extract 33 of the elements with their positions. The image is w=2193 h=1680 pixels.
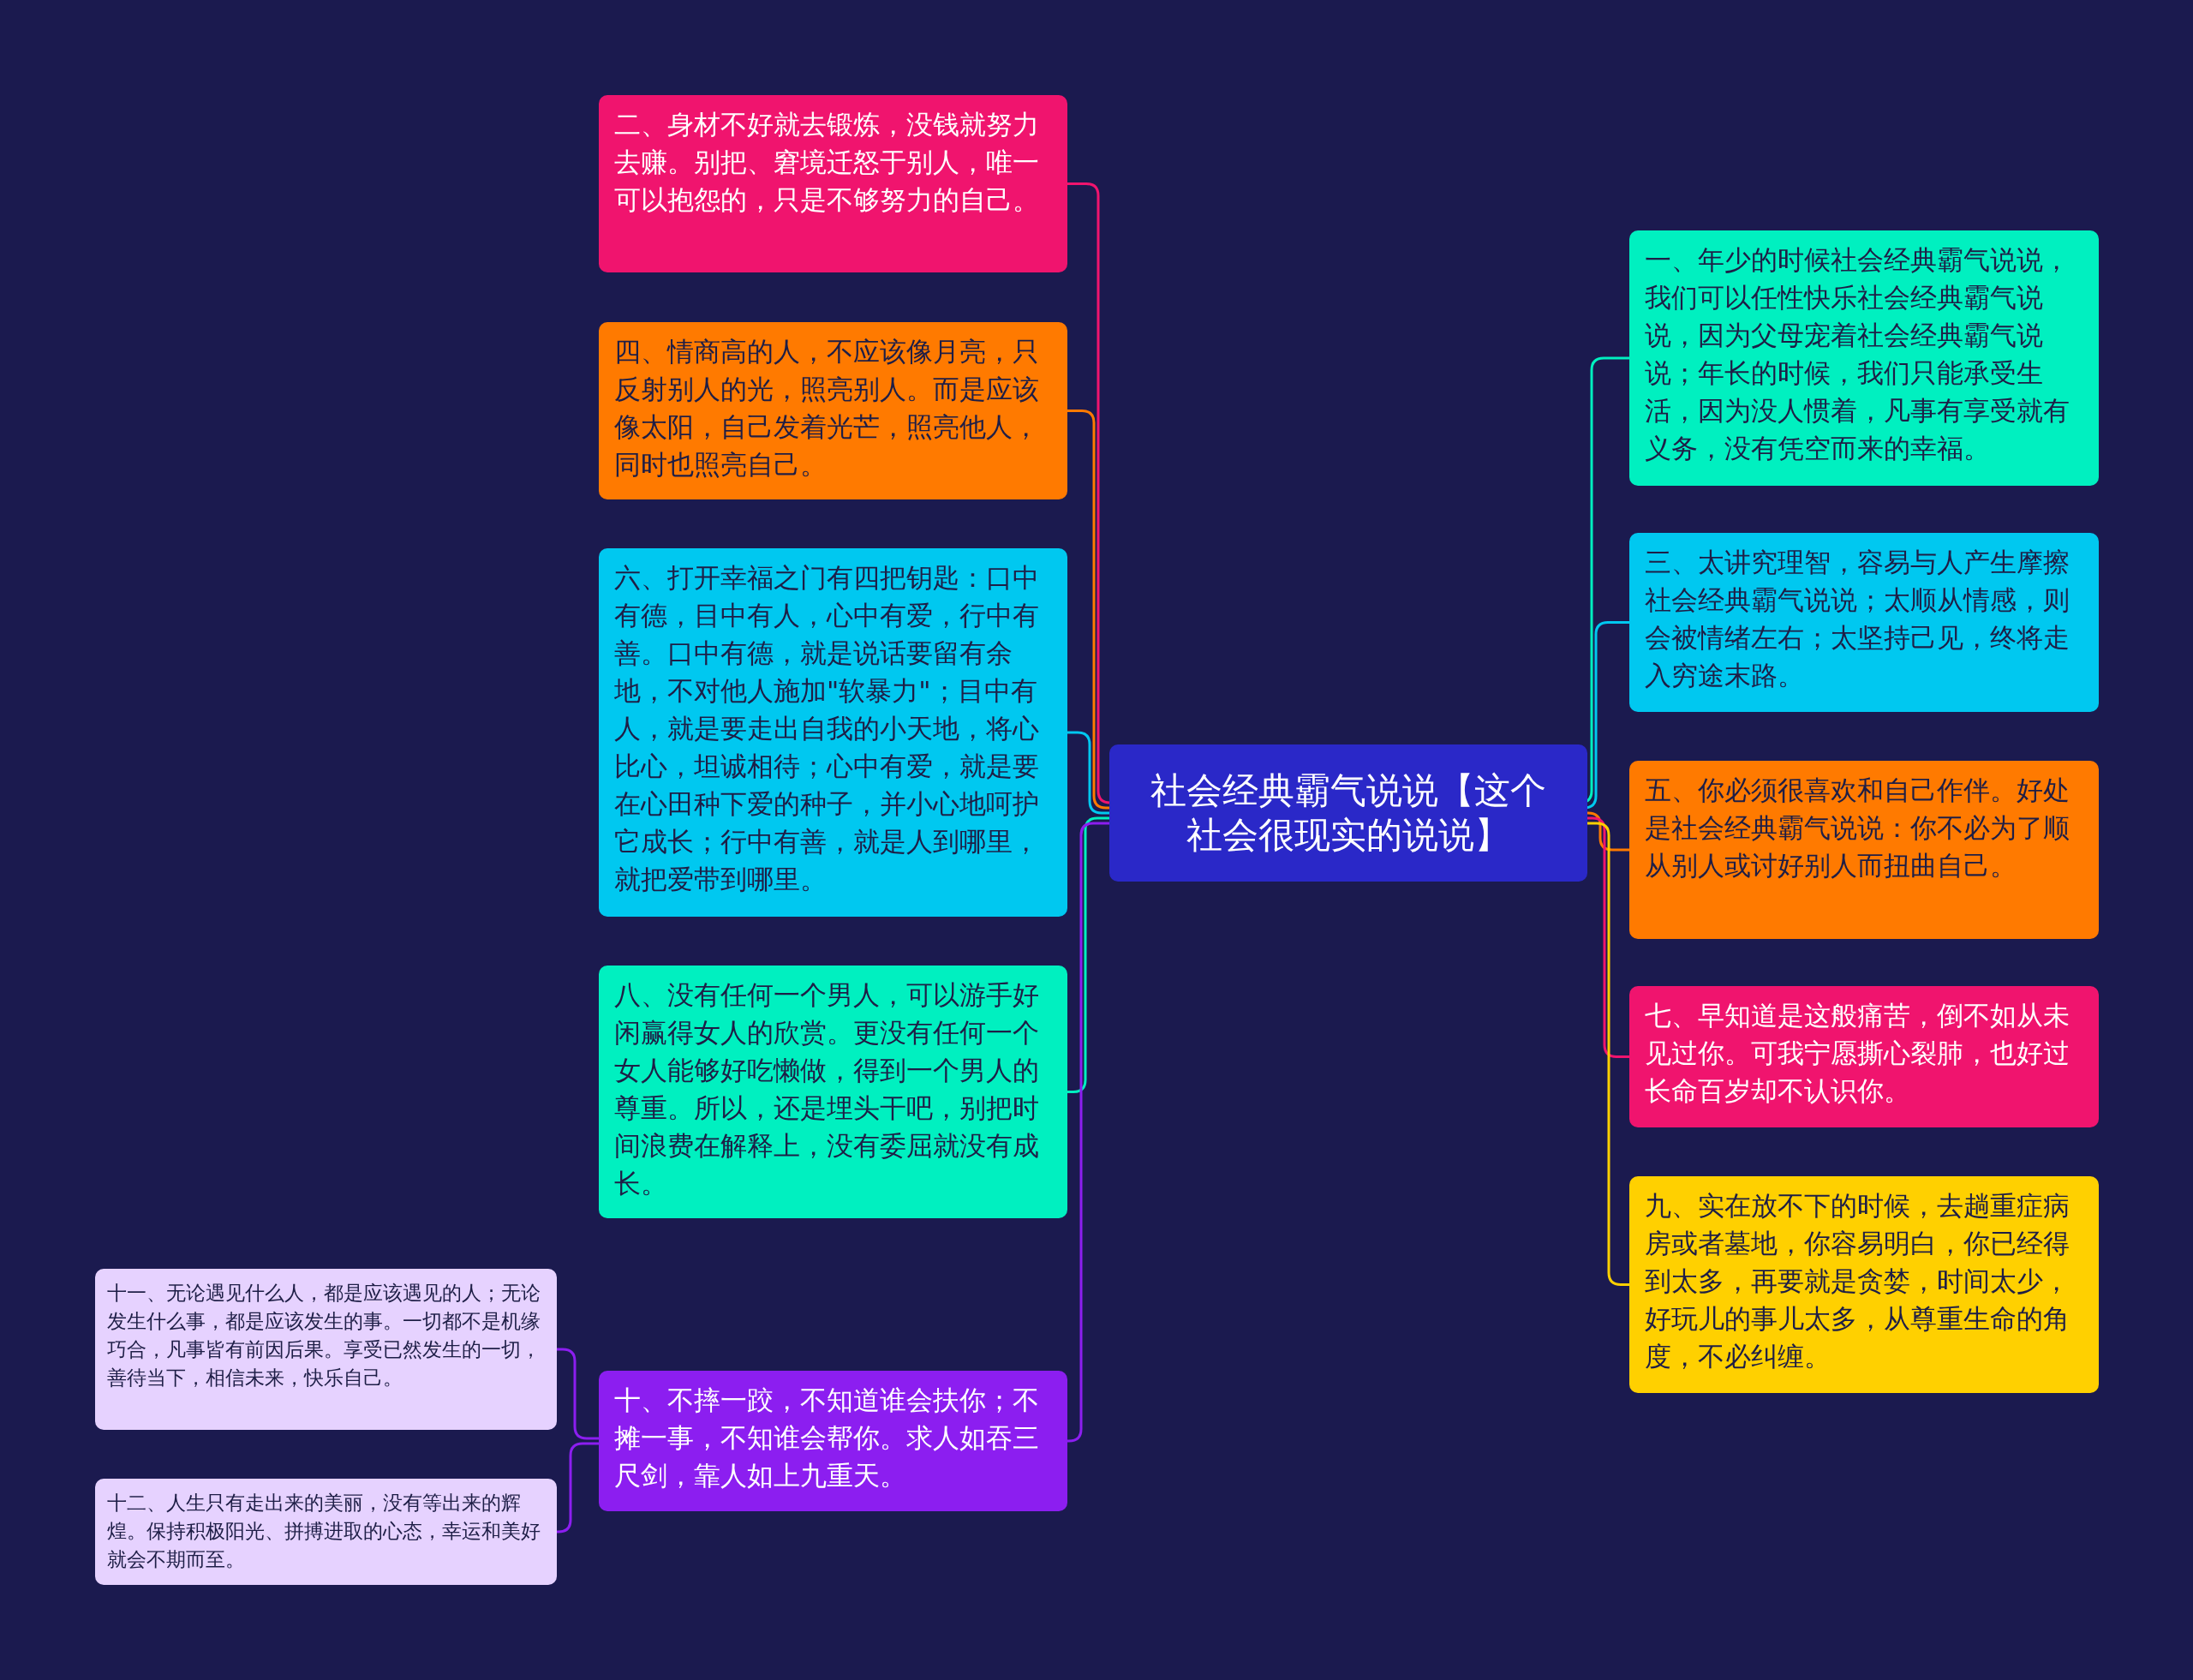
- topic-card: [599, 95, 1067, 272]
- topic-card: [1629, 986, 2099, 1127]
- topic-card: [1629, 761, 2099, 939]
- topic-card: [599, 1371, 1067, 1511]
- connector-line: [1586, 811, 1629, 852]
- topic-card: [95, 1479, 557, 1585]
- topic-text: 五、你必须很喜欢和自己作伴。好处是社会经典霸气说说：你不必为了顺从别人或讨好别人而扭曲自己。: [1645, 774, 2071, 882]
- central-topic: [1109, 744, 1587, 882]
- topic-text: 十二、人生只有走出来的美丽，没有等出来的辉煌。保持积极阳光、拼搏进取的心态，幸运和美好就会不期而至。: [107, 1491, 541, 1572]
- topic-text: 十、不摔一跤，不知道谁会扶你；不摊一事，不知谁会帮你。求人如吞三尺剑，靠人如上九重天。: [614, 1384, 1040, 1492]
- topic-text: 社会经典霸气说说【这个社会很现实的说说】: [1150, 768, 1547, 858]
- topic-card: [599, 548, 1067, 917]
- topic-card: [1629, 533, 2099, 712]
- topic-card: [599, 322, 1067, 499]
- topic-card: [1629, 1176, 2099, 1393]
- topic-card: [599, 966, 1067, 1218]
- connector-line: [1587, 816, 1629, 1058]
- connector-line: [1067, 816, 1109, 1093]
- topic-text: 二、身材不好就去锻炼，没钱就努力去赚。别把、窘境迁怒于别人，唯一可以抱怨的，只是不够努力的自己。: [614, 108, 1040, 217]
- topic-text: 九、实在放不下的时候，去趟重症病房或者墓地，你容易明白，你已经得到太多，再要就是贪婪，时间太少，好玩儿的事儿太多，从尊重生命的角度，不必纠缠。: [1645, 1189, 2071, 1373]
- topic-text: 三、太讲究理智，容易与人产生摩擦社会经典霸气说说；太顺从情感，则会被情绪左右；太坚持己见，终将走入穷途末路。: [1645, 546, 2071, 692]
- topic-text: 七、早知道是这般痛苦，倒不如从未见过你。可我宁愿撕心裂肺，也好过长命百岁却不认识你。: [1645, 999, 2071, 1108]
- connector-line: [557, 1348, 599, 1440]
- topic-text: 六、打开幸福之门有四把钥匙：口中有德，目中有人，心中有爱，行中有善。口中有德，就是说话要留有余地，不对他人施加"软暴力"；目中有人，就是要走出自我的小天地，将心比心，坦诚相待；心中有爱，就是要在心田种下爱的种子，并小心地呵护它成长；行中有善，就是人到哪里，就把爱带到哪里。: [614, 561, 1040, 896]
- connector-line: [1587, 822, 1629, 1286]
- topic-text: 一、年少的时候社会经典霸气说说，我们可以任性快乐社会经典霸气说说，因为父母宠着社会经典霸气说说；年长的时候，我们只能承受生活，因为没人惯着，凡事有享受就有义务，没有凭空而来的幸福。: [1645, 243, 2071, 465]
- topic-card: [95, 1269, 557, 1430]
- connector-line: [1067, 731, 1109, 815]
- topic-text: 八、没有任何一个男人，可以游手好闲赢得女人的欣赏。更没有任何一个女人能够好吃懒做，得到一个男人的尊重。所以，还是埋头干吧，别把时间浪费在解释上，没有委屈就没有成长。: [614, 978, 1040, 1200]
- topic-text: 四、情商高的人，不应该像月亮，只反射别人的光，照亮别人。而是应该像太阳，自己发着光芒，照亮他人，同时也照亮自己。: [614, 335, 1040, 481]
- connector-line: [1067, 410, 1109, 810]
- topic-card: [1629, 230, 2099, 486]
- topic-text: 十一、无论遇见什么人，都是应该遇见的人；无论发生什么事，都是应该发生的事。一切都不是机缘巧合，凡事皆有前因后果。享受已然发生的一切，善待当下，相信未来，快乐自己。: [107, 1281, 541, 1390]
